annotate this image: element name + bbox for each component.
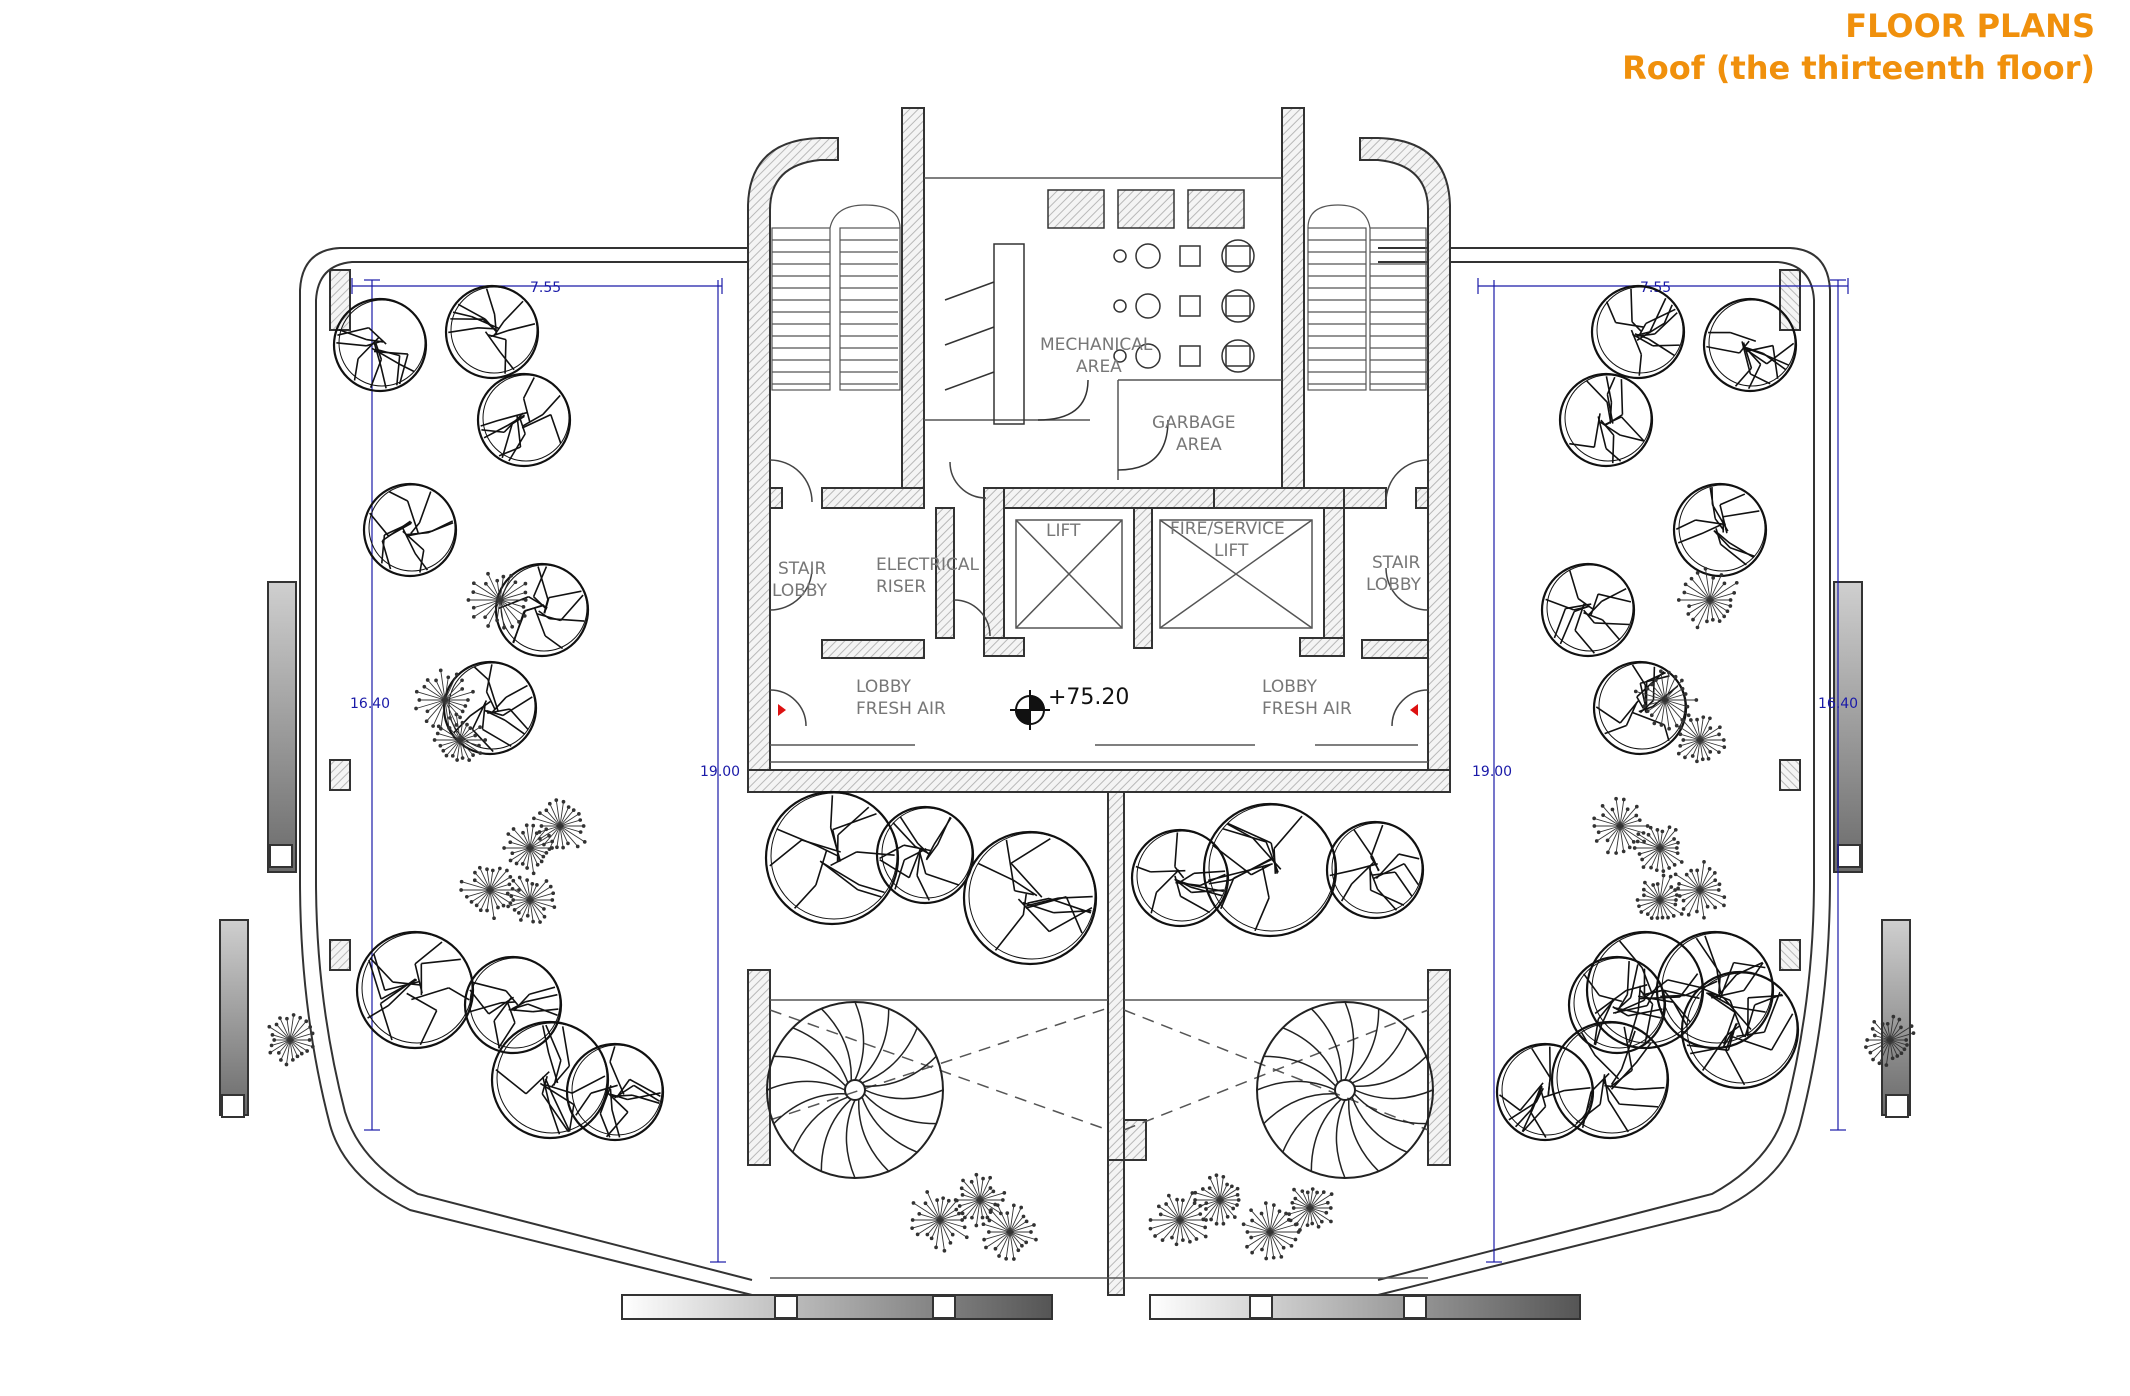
label-mechanical-1: MECHANICAL bbox=[1040, 335, 1153, 355]
title-block: FLOOR PLANS Roof (the thirteenth floor) bbox=[1622, 6, 2095, 89]
tree-symbol bbox=[444, 284, 540, 380]
spiral-stair-left bbox=[766, 1001, 944, 1179]
label-lobby-left-2: FRESH AIR bbox=[856, 699, 946, 719]
tree-symbol bbox=[1202, 802, 1338, 938]
drawing-subtitle: Roof (the thirteenth floor) bbox=[1622, 48, 2095, 87]
tree-symbol bbox=[362, 482, 458, 578]
dim-left-depth: 16.40 bbox=[350, 696, 390, 712]
tree-symbol bbox=[1495, 1042, 1595, 1142]
dim-right-width: 7.55 bbox=[1640, 280, 1671, 296]
shrub-symbol bbox=[1287, 1187, 1334, 1232]
shrub-symbol bbox=[1241, 1201, 1301, 1261]
tree-symbol bbox=[476, 372, 572, 468]
label-fire-lift-1: FIRE/SERVICE bbox=[1170, 519, 1285, 539]
tree-symbol bbox=[1702, 297, 1798, 393]
left-terrace bbox=[299, 247, 753, 1296]
tree-symbol bbox=[1672, 482, 1768, 578]
label-stair-lobby-right-1: STAIR bbox=[1372, 553, 1420, 573]
tree-symbol bbox=[355, 930, 475, 1050]
tree-symbol bbox=[1558, 372, 1654, 468]
tree-symbol bbox=[764, 790, 900, 926]
vegetation bbox=[267, 284, 1916, 1261]
tree-symbol bbox=[1585, 930, 1705, 1050]
left-rails bbox=[219, 581, 297, 1118]
label-lobby-left-1: LOBBY bbox=[856, 677, 912, 697]
right-terrace bbox=[1377, 247, 1911, 1296]
shrub-symbol bbox=[459, 865, 521, 921]
dim-left-width: 7.55 bbox=[530, 280, 561, 296]
bottom-rail bbox=[621, 1294, 1581, 1320]
dimension-lines bbox=[351, 278, 1849, 1263]
shrub-symbol bbox=[502, 823, 555, 876]
spiral-stair-right bbox=[1256, 1001, 1434, 1179]
label-fire-lift-2: LIFT bbox=[1214, 541, 1249, 561]
shrub-symbol bbox=[910, 1190, 969, 1253]
shrub-symbol bbox=[1676, 566, 1739, 630]
exit-markers bbox=[778, 704, 1418, 716]
drawing-title: FLOOR PLANS bbox=[1845, 7, 2095, 45]
label-lobby-right-1: LOBBY bbox=[1262, 677, 1318, 697]
level-label: +75.20 bbox=[1048, 685, 1129, 710]
label-stair-lobby-left-2: LOBBY bbox=[772, 581, 828, 601]
shrub-symbol bbox=[1632, 825, 1684, 873]
label-lobby-right-2: FRESH AIR bbox=[1262, 699, 1352, 719]
core-thin-lines bbox=[769, 177, 1429, 1279]
shrub-symbol bbox=[432, 712, 488, 762]
label-electrical-2: RISER bbox=[876, 577, 926, 597]
label-lift: LIFT bbox=[1046, 521, 1081, 541]
shrub-symbol bbox=[1676, 715, 1727, 764]
shrub-symbol bbox=[1864, 1014, 1916, 1067]
shrub-symbol bbox=[1148, 1191, 1209, 1247]
shrub-symbol bbox=[981, 1203, 1038, 1261]
shrub-symbol bbox=[953, 1172, 1007, 1228]
shrub-symbol bbox=[1633, 669, 1699, 731]
shrub-symbol bbox=[1193, 1173, 1241, 1226]
stair-right bbox=[1307, 204, 1428, 391]
tree-symbol bbox=[1325, 820, 1425, 920]
shrub-symbol bbox=[466, 571, 528, 630]
tree-symbol bbox=[565, 1042, 665, 1142]
shrub-symbol bbox=[532, 798, 587, 851]
label-stair-lobby-right-2: LOBBY bbox=[1366, 575, 1422, 595]
tree-symbol bbox=[1590, 284, 1686, 380]
dim-right-depth: 16.40 bbox=[1818, 696, 1858, 712]
core-walls bbox=[747, 107, 1451, 1296]
tree-symbol bbox=[463, 955, 563, 1055]
tree-symbol bbox=[1130, 828, 1230, 928]
tree-symbol bbox=[1540, 562, 1636, 658]
doors bbox=[769, 459, 1429, 727]
shrub-symbol bbox=[505, 875, 557, 924]
tree-symbol bbox=[1680, 970, 1800, 1090]
shrub-symbol bbox=[1635, 873, 1684, 920]
tree-symbol bbox=[1550, 1020, 1670, 1140]
label-stair-lobby-left-1: STAIR bbox=[778, 559, 826, 579]
label-garbage-1: GARBAGE bbox=[1152, 413, 1236, 433]
stair-left bbox=[771, 204, 901, 391]
dim-right-height: 19.00 bbox=[1472, 764, 1512, 780]
label-electrical-1: ELECTRICAL bbox=[876, 555, 980, 575]
shrub-symbol bbox=[1673, 860, 1727, 920]
shrub-symbol bbox=[267, 1013, 315, 1067]
tree-symbol bbox=[875, 805, 975, 905]
label-mechanical-2: AREA bbox=[1076, 357, 1122, 377]
tree-symbol bbox=[332, 297, 428, 393]
mechanical-equipment bbox=[944, 189, 1255, 471]
tree-symbol bbox=[1655, 930, 1775, 1050]
tree-symbol bbox=[962, 830, 1098, 966]
shrub-symbol bbox=[1592, 796, 1650, 855]
tree-symbol bbox=[494, 562, 590, 658]
label-garbage-2: AREA bbox=[1176, 435, 1222, 455]
dim-left-height: 19.00 bbox=[700, 764, 740, 780]
level-marker bbox=[1010, 690, 1050, 730]
tree-symbol bbox=[490, 1020, 610, 1140]
